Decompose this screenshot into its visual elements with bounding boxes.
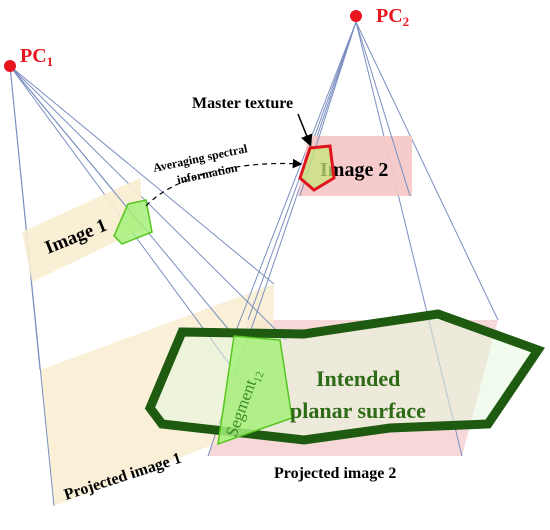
segment12-region [217,335,293,446]
pc1-ray [9,65,55,507]
pc1-ray [9,65,287,341]
projected-image2-label: Projected image 2 [274,465,396,482]
pc2-point [350,10,362,22]
intended-label-line1: Intended [316,366,400,391]
pc2-ray [233,21,357,337]
master-texture-label: Master texture [192,95,293,112]
image1-plane [22,178,144,282]
intended-label-line2: planar surface [290,398,426,423]
averaging-arrow [145,158,303,207]
pc1-ray-overlay [9,65,145,229]
pc1-label: PC1 [20,45,53,69]
segment-image1 [113,199,153,245]
image2-label: Image 2 [320,159,388,181]
pc1-ray [9,65,275,285]
pc2-ray-overlay [355,21,411,197]
pc2-ray [355,21,499,321]
pc1-point [4,60,16,72]
pc2-label: PC2 [376,5,409,29]
master-texture-arrow [297,113,313,147]
master-texture-segment [298,144,336,192]
